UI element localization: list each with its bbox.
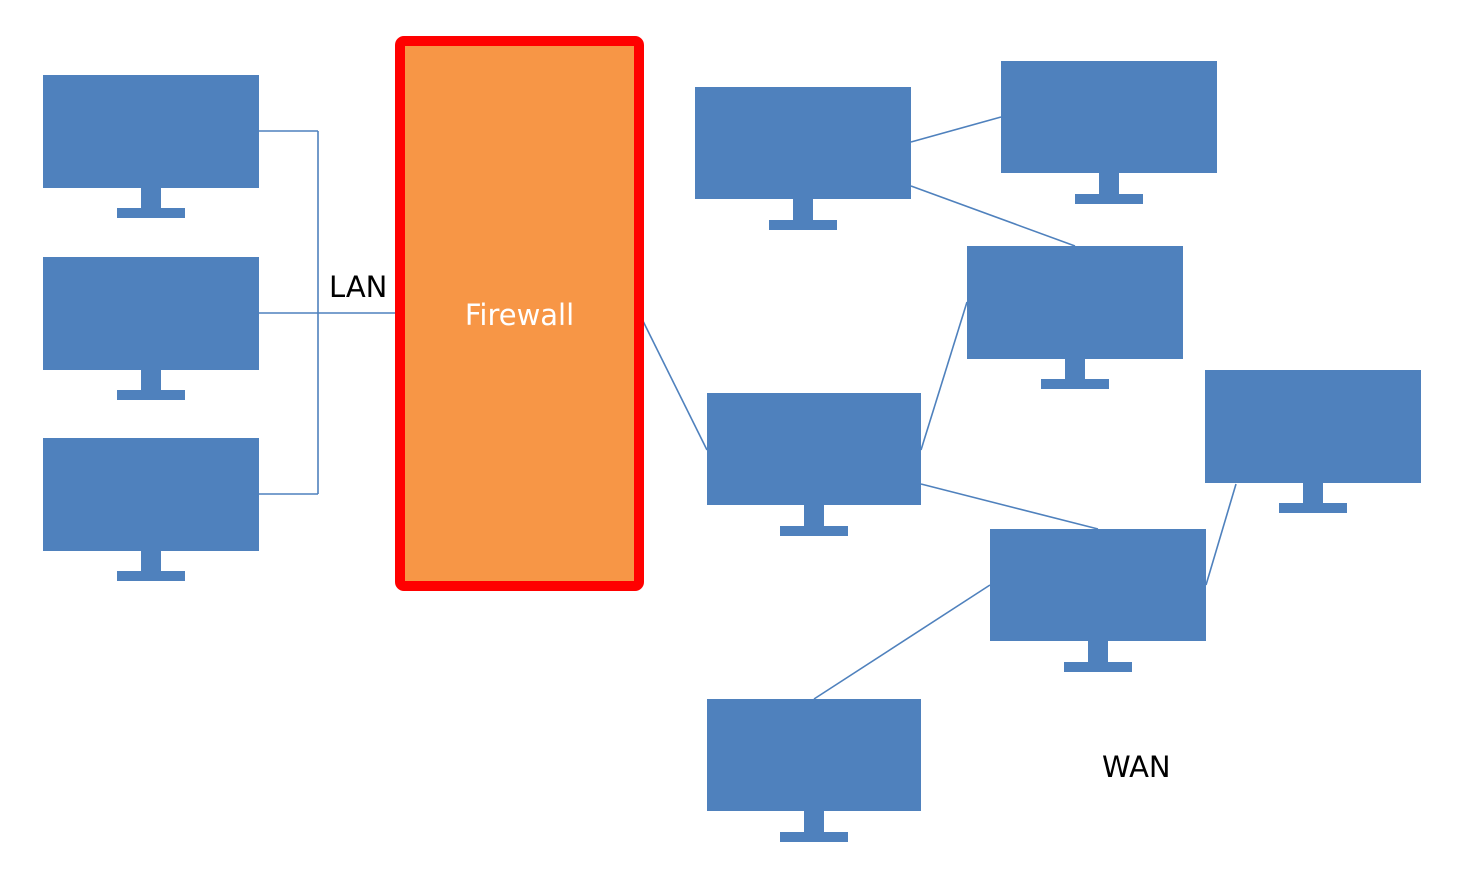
lan-computer-3 bbox=[43, 438, 259, 581]
wan-link-a-b bbox=[910, 116, 1002, 143]
wan-computer-c bbox=[967, 246, 1183, 389]
wan-computer-a bbox=[695, 87, 911, 230]
monitor-icon bbox=[43, 257, 259, 400]
wan-computer-d bbox=[707, 393, 921, 536]
monitor-icon bbox=[695, 87, 911, 230]
monitor-icon bbox=[707, 699, 921, 842]
wan-computer-f bbox=[990, 529, 1206, 672]
lan-computer-1 bbox=[43, 75, 259, 218]
firewall: Firewall bbox=[395, 36, 644, 591]
monitor-icon bbox=[990, 529, 1206, 672]
firewall-label: Firewall bbox=[465, 298, 574, 332]
wan-link-d-f bbox=[920, 483, 1099, 530]
monitor-icon bbox=[967, 246, 1183, 389]
monitor-icon bbox=[43, 75, 259, 218]
lan-computer-2 bbox=[43, 257, 259, 400]
wan-computer-b bbox=[1001, 61, 1217, 204]
wan-computer-g bbox=[707, 699, 921, 842]
wan-link-f-g bbox=[813, 584, 991, 700]
wan-label: WAN bbox=[1102, 750, 1171, 784]
firewall-box bbox=[395, 36, 644, 591]
wan-computer-e bbox=[1205, 370, 1421, 513]
wan-link-a-c bbox=[910, 185, 1076, 247]
wan-link-d-c bbox=[920, 301, 968, 451]
wan-link-f-e bbox=[1205, 483, 1237, 586]
firewall-wan-link bbox=[638, 312, 708, 451]
monitor-icon bbox=[43, 438, 259, 581]
monitor-icon bbox=[1001, 61, 1217, 204]
monitor-icon bbox=[707, 393, 921, 536]
monitor-icon bbox=[1205, 370, 1421, 513]
connections bbox=[259, 116, 1237, 700]
lan-label: LAN bbox=[329, 270, 387, 304]
